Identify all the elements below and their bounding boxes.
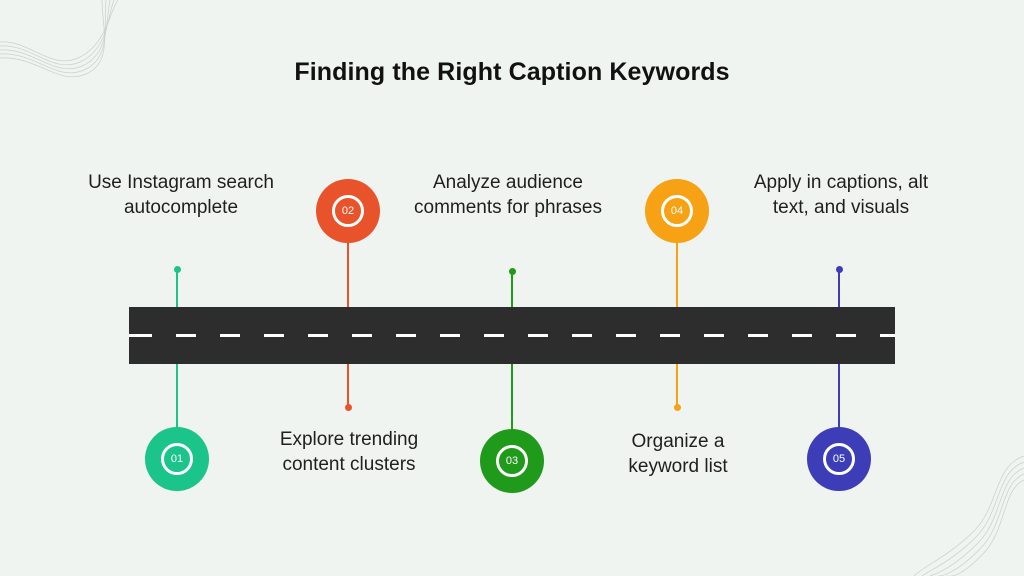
decorative-wave-bottomright xyxy=(913,455,1024,576)
step-04-stem-bottom xyxy=(676,364,678,406)
step-05-stem-bottom xyxy=(838,364,840,428)
step-04-number: 04 xyxy=(661,195,693,227)
step-04-label: Organize a keyword list xyxy=(628,431,728,477)
step-04-dot xyxy=(674,404,681,411)
step-01-stem-top xyxy=(176,272,178,307)
step-04-stem-top xyxy=(676,243,678,307)
step-02-badge: 02 xyxy=(316,179,380,243)
step-02-label: Explore trending content clusters xyxy=(279,429,419,475)
step-03-dot xyxy=(509,268,516,275)
step-05-stem-top xyxy=(838,272,840,307)
page-title: Finding the Right Caption Keywords xyxy=(294,58,730,86)
step-04-badge: 04 xyxy=(645,179,709,243)
step-03-stem-top xyxy=(511,274,513,307)
step-03-stem-bottom xyxy=(511,364,513,430)
step-05-label: Apply in captions, alt text, and visuals xyxy=(753,172,929,218)
step-02-stem-bottom xyxy=(347,364,349,406)
step-03-label: Analyze audience comments for phrases xyxy=(414,172,602,218)
step-02-number: 02 xyxy=(332,195,364,227)
step-03-number: 03 xyxy=(496,445,528,477)
step-01-stem-bottom xyxy=(176,364,178,428)
step-01-dot xyxy=(174,266,181,273)
step-02-stem-top xyxy=(347,243,349,307)
step-03-badge: 03 xyxy=(480,429,544,493)
road-center-dashes xyxy=(129,334,895,337)
timeline-road xyxy=(129,307,895,364)
step-05-dot xyxy=(836,266,843,273)
step-05-badge: 05 xyxy=(807,427,871,491)
step-01-label: Use Instagram search autocomplete xyxy=(88,172,274,218)
step-01-number: 01 xyxy=(161,443,193,475)
step-05-number: 05 xyxy=(823,443,855,475)
step-01-badge: 01 xyxy=(145,427,209,491)
step-02-dot xyxy=(345,404,352,411)
